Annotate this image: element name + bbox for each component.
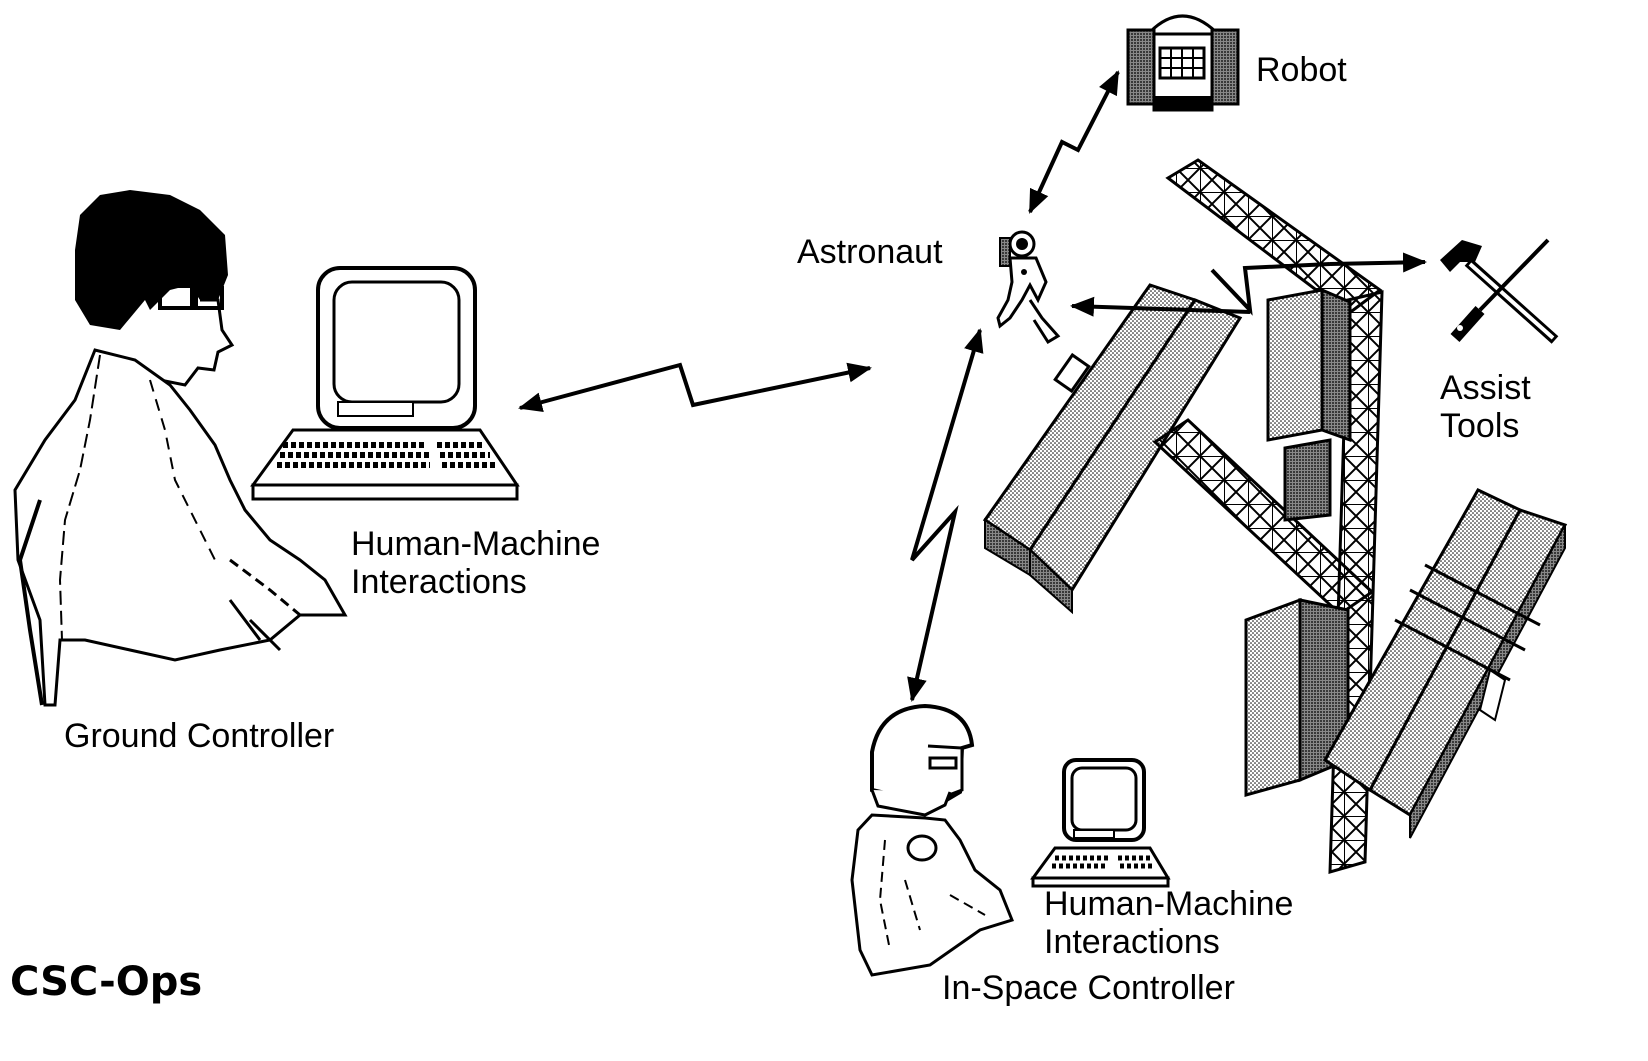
space-station-truss-icon [982,158,1568,875]
in-space-controller-figure [850,703,1014,977]
link-astronaut-to-robot [1028,70,1120,214]
computer-terminal-icon [1030,758,1171,888]
space-hmi-label-line1: Human-Machine [1044,885,1294,923]
computer-terminal-icon [250,266,520,501]
robot-icon [1126,14,1240,112]
link-ground-to-astronaut [518,362,872,412]
robot-label: Robot [1256,51,1347,89]
ground-controller-figure [13,190,348,707]
astronaut-label: Astronaut [797,233,943,271]
hammer-screwdriver-icon [1440,238,1559,344]
assist-tools-label-line2: Tools [1440,407,1520,445]
space-hmi-label-line2: Interactions [1044,923,1220,961]
in-space-controller-label: In-Space Controller [942,969,1235,1007]
assist-tools-label-line1: Assist [1440,369,1531,407]
link-astronaut-to-in-space-controller [907,328,984,702]
logo: CSC-Ops [10,959,203,1005]
ground-hmi-label-line1: Human-Machine [351,525,601,563]
ground-controller-label: Ground Controller [64,717,335,755]
astronaut-icon [996,230,1061,345]
ground-hmi-label-line2: Interactions [351,563,527,601]
